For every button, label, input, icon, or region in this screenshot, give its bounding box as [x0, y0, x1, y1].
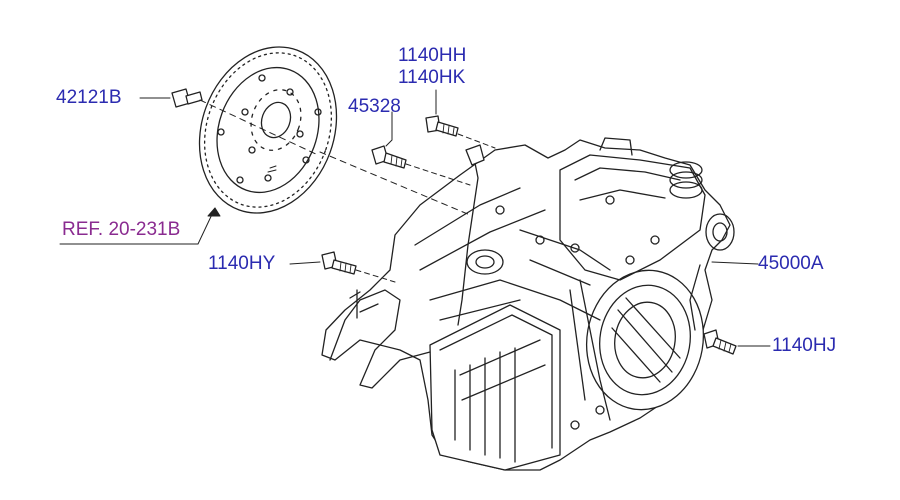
ref-leader	[59, 207, 221, 245]
callout-45000a[interactable]: 45000A	[758, 253, 824, 274]
bolt-axis-line	[355, 133, 496, 283]
bolt-1140hy-icon	[321, 251, 357, 275]
bolt-1140hh-hk-icon	[425, 115, 459, 137]
transmission-assembly-icon	[321, 137, 735, 471]
flex-plate-icon	[198, 46, 338, 214]
bolt-45328-icon	[371, 145, 407, 169]
callout-1140hk[interactable]: 1140HK	[398, 67, 466, 88]
callout-1140hj[interactable]: 1140HJ	[772, 335, 837, 356]
bolt-1140hj-icon	[703, 329, 737, 355]
assembly-axis-line	[199, 99, 471, 216]
callout-ref-20-231b[interactable]: REF. 20-231B	[62, 219, 181, 240]
leader-lines	[139, 89, 771, 347]
callout-1140hy[interactable]: 1140HY	[208, 253, 276, 274]
callout-1140hh[interactable]: 1140HH	[398, 45, 467, 66]
bolt-42121b-icon	[171, 88, 203, 108]
callout-42121b[interactable]: 42121B	[56, 87, 122, 108]
callout-45328[interactable]: 45328	[348, 96, 401, 117]
